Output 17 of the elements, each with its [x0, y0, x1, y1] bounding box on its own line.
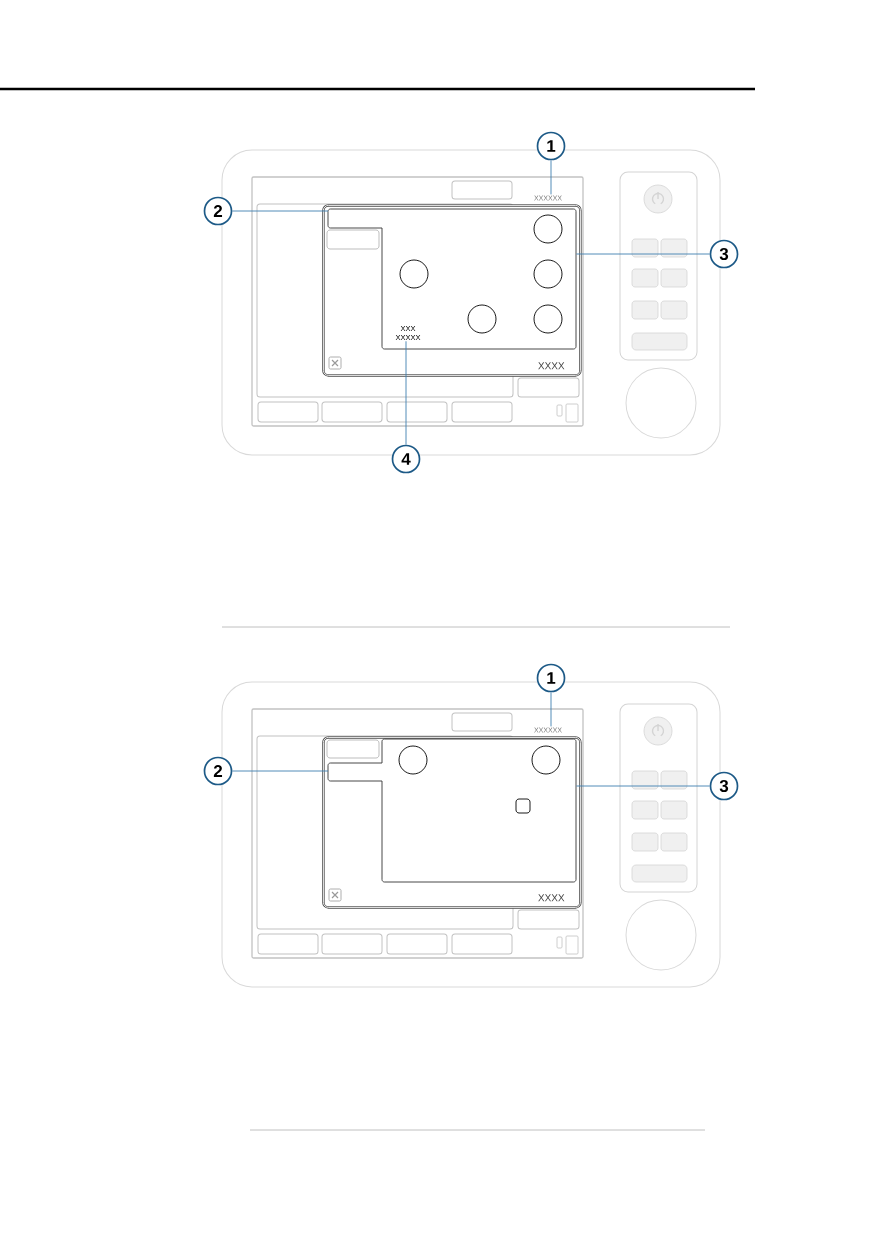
callout-number: 2	[203, 756, 233, 786]
leader-line	[405, 340, 407, 446]
callout-number: 3	[709, 239, 739, 269]
leader-line	[231, 210, 329, 212]
content-panel	[381, 208, 577, 350]
selected-tab	[327, 208, 383, 229]
callout-number: 1	[536, 131, 566, 161]
leader-line	[231, 770, 329, 772]
leader-line	[550, 159, 552, 195]
callout-number: 2	[203, 196, 233, 226]
dialog-window: XXXX	[322, 736, 582, 909]
callout-number: 3	[709, 771, 739, 801]
callout-number: 4	[391, 444, 421, 474]
selected-tab	[327, 762, 383, 782]
content-panel	[381, 738, 577, 883]
callout-number: 1	[536, 663, 566, 693]
leader-line	[550, 691, 552, 727]
